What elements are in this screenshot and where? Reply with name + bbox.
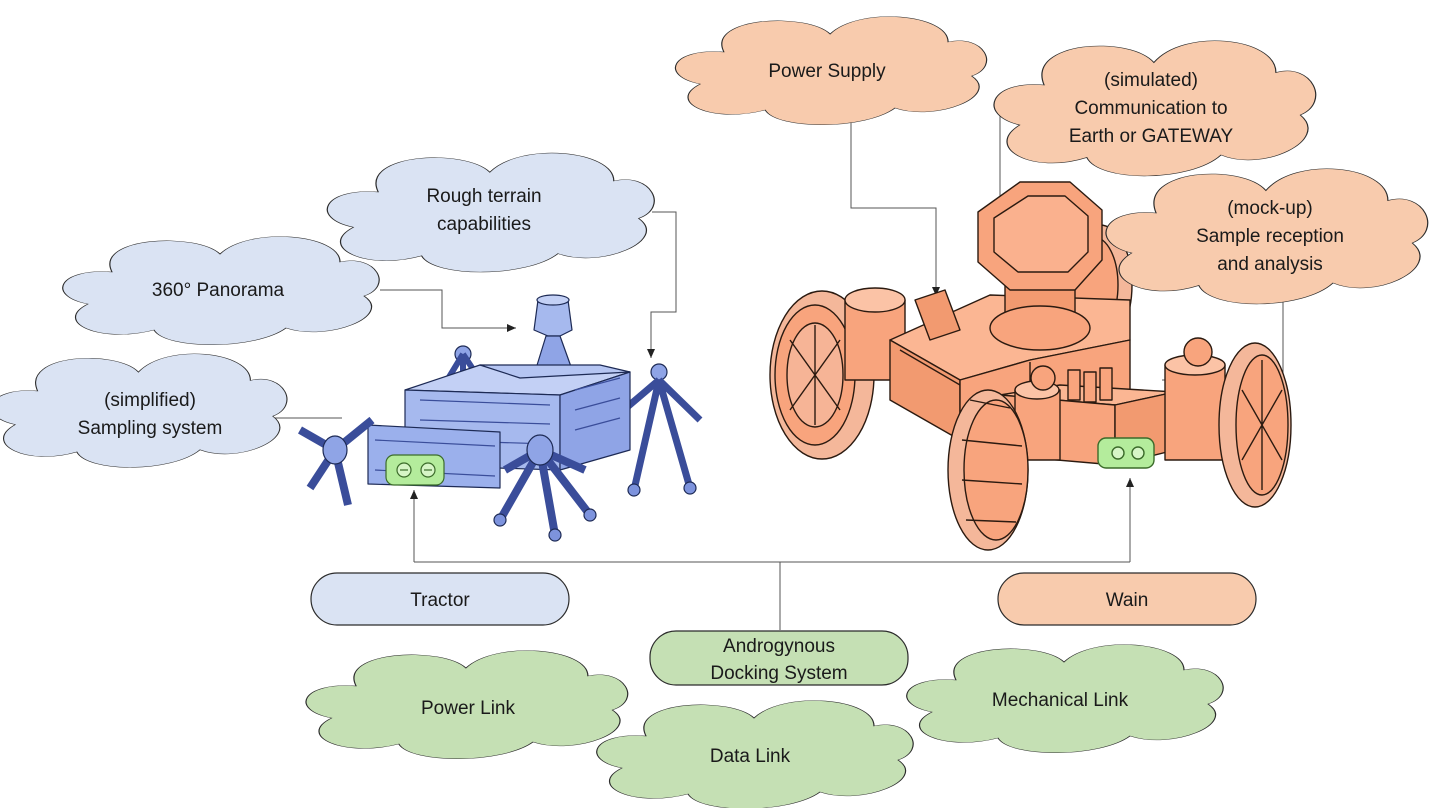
wain-dome-cylinder	[1164, 337, 1226, 461]
wain-antenna	[977, 181, 1103, 351]
data-link-label: Data Link	[710, 746, 791, 767]
docking-system-line-2: Docking System	[710, 663, 847, 684]
tractor-wheel-rear-right	[609, 363, 703, 497]
communication-line-3: Earth or GATEWAY	[1069, 126, 1234, 147]
cloud-sample-reception: (mock-up) Sample reception and analysis	[1106, 169, 1428, 304]
wain-label: Wain	[1106, 590, 1149, 611]
wain-front-platform	[999, 365, 1176, 466]
tractor-label-box: Tractor	[310, 572, 570, 626]
wain-wheel-front-right	[1218, 342, 1292, 508]
power-link-label: Power Link	[421, 698, 515, 719]
cloud-panorama: 360° Panorama	[63, 237, 379, 345]
tractor-docking-port	[385, 454, 445, 486]
wain-label-box: Wain	[997, 572, 1257, 626]
cloud-sampling: (simplified) Sampling system	[0, 354, 287, 468]
sampling-line-2: Sampling system	[78, 418, 223, 439]
connector-power-supply	[850, 118, 940, 296]
tractor-mast	[533, 294, 575, 376]
cloud-data-link: Data Link	[597, 701, 913, 808]
tractor-wheel-front-left	[298, 416, 375, 506]
cloud-rough-terrain: Rough terrain capabilities	[327, 153, 654, 272]
mechanical-link-label: Mechanical Link	[992, 690, 1129, 711]
cloud-power-supply: Power Supply	[675, 17, 986, 125]
rough-terrain-line-2: capabilities	[437, 214, 531, 235]
power-supply-label: Power Supply	[768, 61, 886, 82]
cloud-power-link: Power Link	[306, 651, 628, 759]
wain-rover	[769, 181, 1292, 551]
sampling-line-1: (simplified)	[104, 390, 196, 411]
docking-system-box: Androgynous Docking System	[649, 630, 909, 686]
docking-system-line-1: Androgynous	[723, 636, 835, 657]
sample-reception-line-3: and analysis	[1217, 254, 1323, 275]
communication-line-2: Communication to	[1074, 98, 1227, 119]
communication-line-1: (simulated)	[1104, 70, 1198, 91]
wain-wheel-back-left	[769, 290, 875, 460]
tractor-wheel-front-right	[493, 434, 597, 542]
tractor-rover	[298, 294, 703, 542]
cloud-mechanical-link: Mechanical Link	[907, 645, 1223, 753]
wain-wheel-front-left	[947, 389, 1029, 551]
wain-docking-port	[1097, 437, 1155, 469]
tractor-body	[404, 364, 631, 471]
cloud-communication: (simulated) Communication to Earth or GA…	[994, 41, 1316, 176]
sample-reception-line-2: Sample reception	[1196, 226, 1344, 247]
tractor-label: Tractor	[410, 590, 470, 611]
sample-reception-line-1: (mock-up)	[1227, 198, 1313, 219]
panorama-label: 360° Panorama	[152, 280, 285, 301]
connector-rough-terrain	[647, 211, 677, 358]
connector-panorama	[380, 289, 516, 332]
rough-terrain-line-1: Rough terrain	[426, 186, 541, 207]
